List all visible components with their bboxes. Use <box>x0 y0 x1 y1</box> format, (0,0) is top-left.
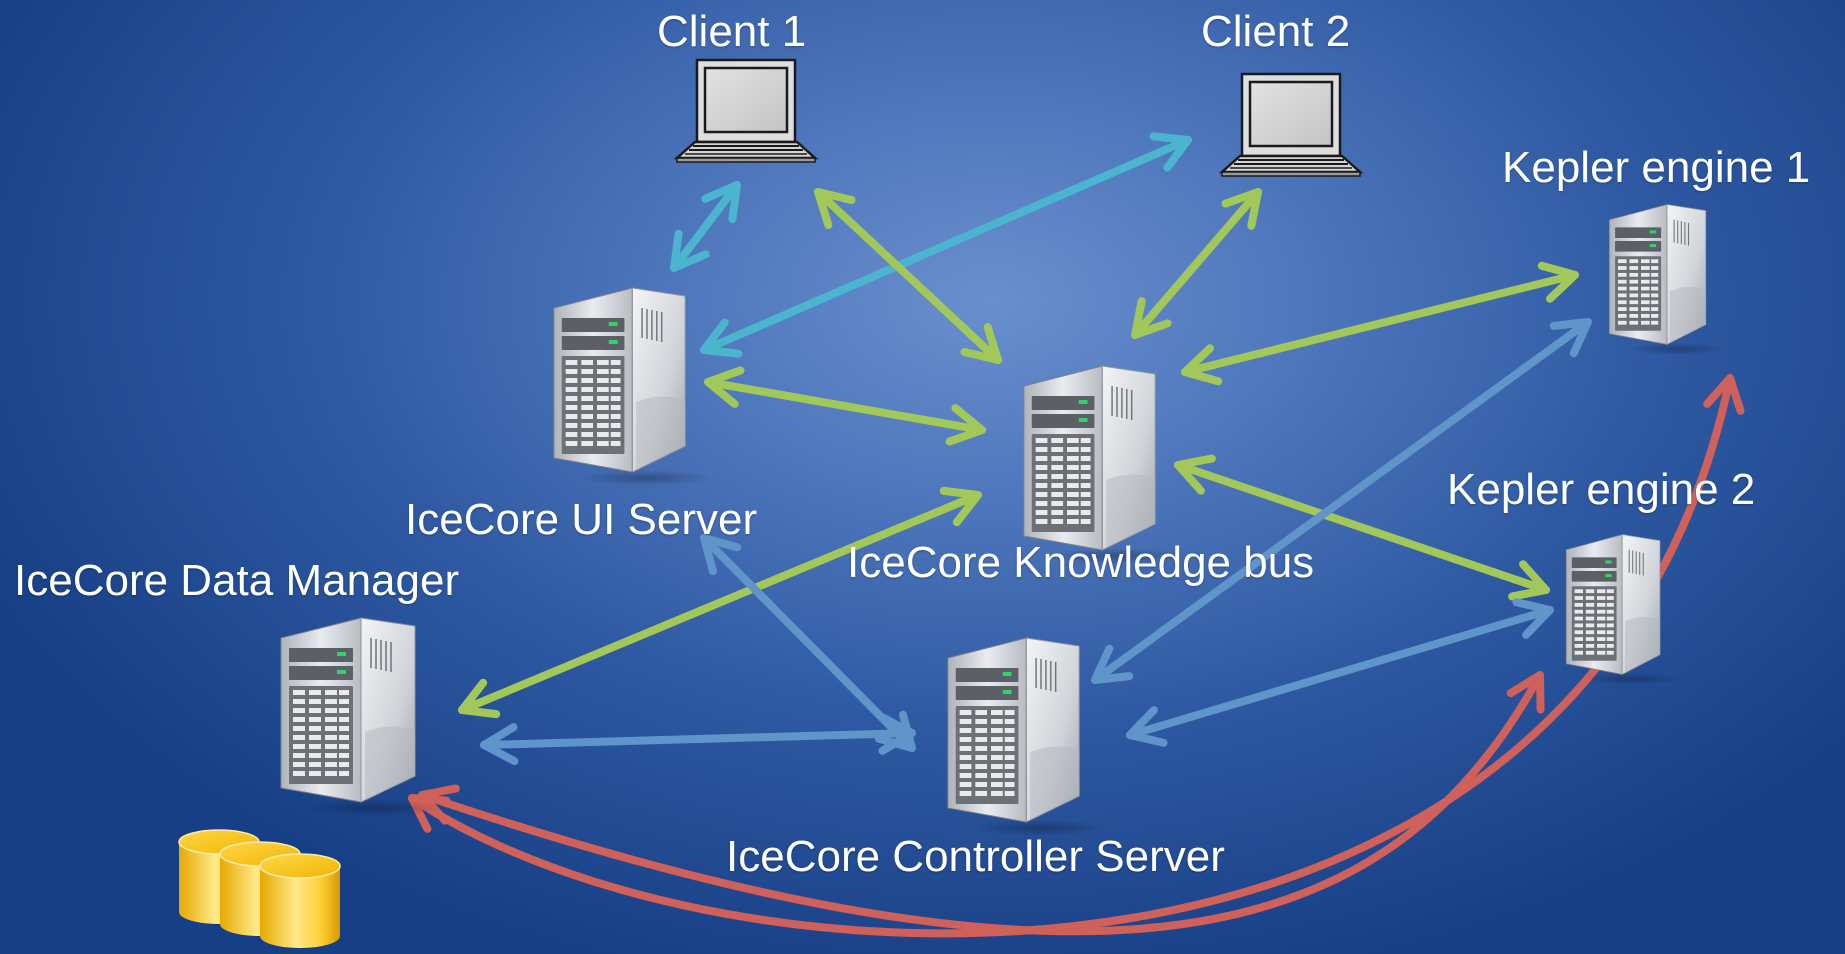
icecore-controller-server-label: IceCore Controller Server <box>726 832 1225 881</box>
arrow-knowledge_bus-to-kepler2 <box>1174 454 1550 601</box>
arrow-knowledge_bus-to-data_manager <box>458 486 982 719</box>
arrow-data_manager-to-controller <box>480 712 916 766</box>
kepler-engine-1-label: Kepler engine 1 <box>1502 143 1811 192</box>
icecore-ui-server-icon[interactable] <box>553 287 716 487</box>
arrow-client1-to-ui_server <box>670 181 741 272</box>
client-2-laptop-icon[interactable] <box>1220 72 1362 178</box>
arrow-knowledge_bus-to-kepler1 <box>1181 261 1579 386</box>
connection-arrows <box>408 132 1745 938</box>
icecore-knowledge-bus-label: IceCore Knowledge bus <box>847 538 1315 587</box>
arrow-controller-to-kepler1 <box>1091 318 1592 684</box>
database-icon <box>178 829 341 949</box>
icecore-controller-server-icon[interactable] <box>947 637 1110 837</box>
arrow-client1-to-knowledge_bus <box>814 188 1002 364</box>
arrow-controller-to-kepler2 <box>1126 598 1554 747</box>
icecore-ui-server-label: IceCore UI Server <box>405 495 758 544</box>
kepler-engine-1-server-icon[interactable] <box>1608 203 1728 356</box>
client-2-label: Client 2 <box>1201 7 1351 56</box>
icecore-data-manager-label: IceCore Data Manager <box>14 556 460 605</box>
icecore-data-manager-server-icon[interactable] <box>280 617 446 817</box>
arrow-ui_server-to-knowledge_bus <box>704 366 986 446</box>
arrow-client2-to-knowledge_bus <box>1131 188 1262 339</box>
arrow-client2-to-ui_server <box>700 132 1192 358</box>
icecore-knowledge-bus-server-icon[interactable] <box>1023 365 1186 565</box>
kepler-engine-2-server-icon[interactable] <box>1565 533 1682 686</box>
kepler-engine-2-label: Kepler engine 2 <box>1447 465 1756 514</box>
client-1-laptop-icon[interactable] <box>675 58 817 164</box>
client-1-label: Client 1 <box>657 7 807 56</box>
